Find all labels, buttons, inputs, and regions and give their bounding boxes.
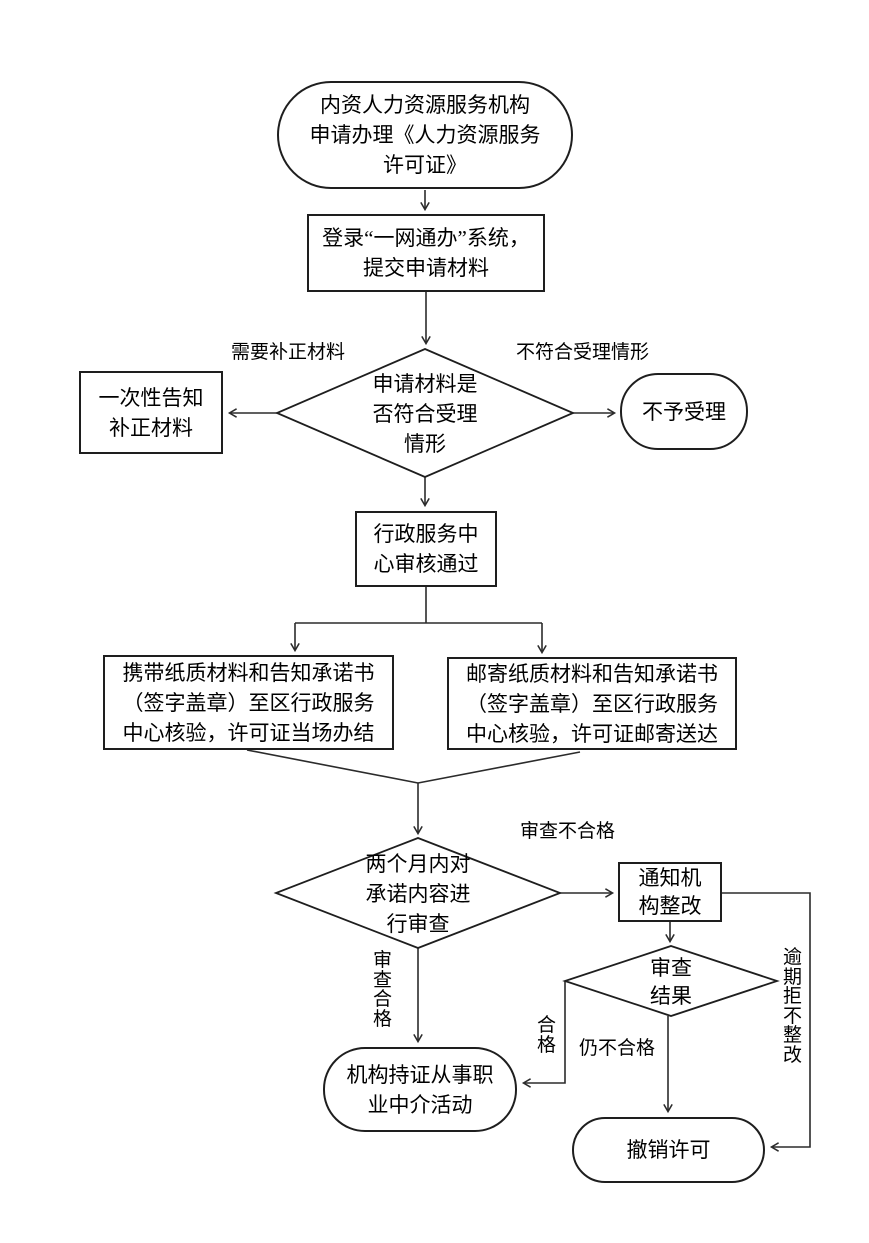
mail-materials-process: 邮寄纸质材料和告知承诺书 （签字盖章）至区行政服务 中心核验，许可证邮寄送达 [447,657,737,750]
start-text: 内资人力资源服务机构 申请办理《人力资源服务 许可证》 [309,93,541,177]
arrow-overdue-to-revoke [722,892,811,1152]
revoke-text: 撤销许可 [626,1138,711,1162]
split-connector [295,587,542,624]
edge-label-not-acceptable: 不符合受理情形 [516,342,650,363]
commitment-review-label: 两个月内对 承诺内容进 行审查 [365,852,471,936]
bring-materials-process: 携带纸质材料和告知承诺书 （签字盖章）至区行政服务 中心核验，许可证当场办结 [103,655,394,750]
start-terminator: 内资人力资源服务机构 申请办理《人力资源服务 许可证》 [277,81,573,189]
edge-label-pass: 合格 [536,1015,556,1056]
commitment-review-diamond [273,837,563,949]
edge-label-review-fail: 审查不合格 [520,821,616,842]
reject-text: 不予受理 [642,399,726,424]
reject-terminator: 不予受理 [620,373,748,450]
edge-label-review-pass: 审查合格 [372,950,392,1030]
center-review-process: 行政服务中 心审核通过 [355,511,497,587]
arrow-result-pass-to-operate [521,981,566,1088]
login-text: 登录“一网通办”系统， 提交申请材料 [322,226,530,280]
mail-materials-text: 邮寄纸质材料和告知承诺书 （签字盖章）至区行政服务 中心核验，许可证邮寄送达 [466,661,718,746]
bring-materials-text: 携带纸质材料和告知承诺书 （签字盖章）至区行政服务 中心核验，许可证当场办结 [122,660,375,745]
revoke-terminator: 撤销许可 [572,1117,765,1183]
edge-label-still-fail: 仍不合格 [579,1038,656,1059]
operate-terminator: 机构持证从事职 业中介活动 [323,1047,517,1132]
acceptance-decision-label: 申请材料是 否符合受理 情形 [372,372,478,456]
supplement-notice-text: 一次性告知 补正材料 [98,385,204,440]
merge-connector [246,749,581,784]
supplement-notice-process: 一次性告知 补正材料 [79,371,223,454]
operate-text: 机构持证从事职 业中介活动 [346,1062,494,1117]
review-result-diamond [562,945,780,1017]
review-result-label: 审查 结果 [650,956,692,1008]
edge-label-need-supplement: 需要补正材料 [231,342,346,363]
notify-rectify-text: 通知机 构整改 [638,866,702,918]
acceptance-decision-diamond [274,348,576,478]
login-process: 登录“一网通办”系统， 提交申请材料 [307,214,545,292]
center-review-text: 行政服务中 心审核通过 [373,522,479,576]
notify-rectify-process: 通知机 构整改 [618,862,722,922]
edge-label-overdue-refuse: 逾期拒不整改 [782,947,802,1066]
